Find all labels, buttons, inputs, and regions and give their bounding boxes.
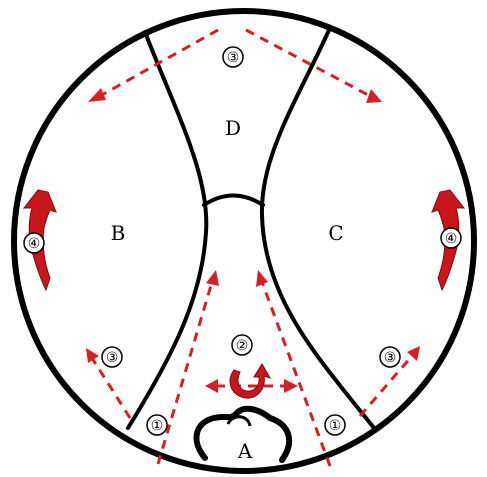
divider-dome <box>204 196 263 206</box>
svg-text:②: ② <box>236 338 249 354</box>
marker-1-right: ① <box>325 415 345 435</box>
arrow-2-left-head <box>205 379 218 393</box>
svg-text:①: ① <box>329 418 342 434</box>
marker-3-left: ③ <box>102 347 122 367</box>
svg-text:④: ④ <box>28 236 41 252</box>
marker-3-right: ③ <box>380 347 400 367</box>
arrow-1-left-inner <box>158 282 212 464</box>
region-label-d: D <box>225 116 241 140</box>
marker-1-left: ① <box>147 415 167 435</box>
region-a-inner <box>228 417 250 426</box>
marker-4-left: ④ <box>24 233 44 253</box>
arrow-3-top-left <box>100 30 218 96</box>
marker-4-right: ④ <box>441 228 461 248</box>
arrow-3-top-right-head <box>366 89 382 103</box>
marker-2: ② <box>232 335 252 355</box>
arrow-3-top-left-head <box>88 88 106 102</box>
region-label-b: B <box>111 221 126 245</box>
region-label-a: A <box>237 439 253 463</box>
arrow-1-right-outer-head <box>407 346 420 361</box>
divider-left <box>128 32 206 428</box>
svg-text:③: ③ <box>227 50 240 66</box>
svg-text:④: ④ <box>445 231 458 247</box>
arrow-2-right-head <box>284 379 298 393</box>
rotation-arrow-2 <box>230 364 270 398</box>
region-label-c: C <box>328 221 343 245</box>
svg-text:③: ③ <box>384 350 397 366</box>
divider-right <box>262 30 374 428</box>
marker-3-top: ③ <box>223 47 243 67</box>
outer-circle <box>14 11 474 471</box>
arrow-1-right-inner <box>262 282 330 466</box>
svg-text:①: ① <box>151 418 164 434</box>
arrow-1-right-inner-head <box>256 270 268 287</box>
arrow-1-left-inner-head <box>206 270 219 286</box>
svg-text:③: ③ <box>106 350 119 366</box>
